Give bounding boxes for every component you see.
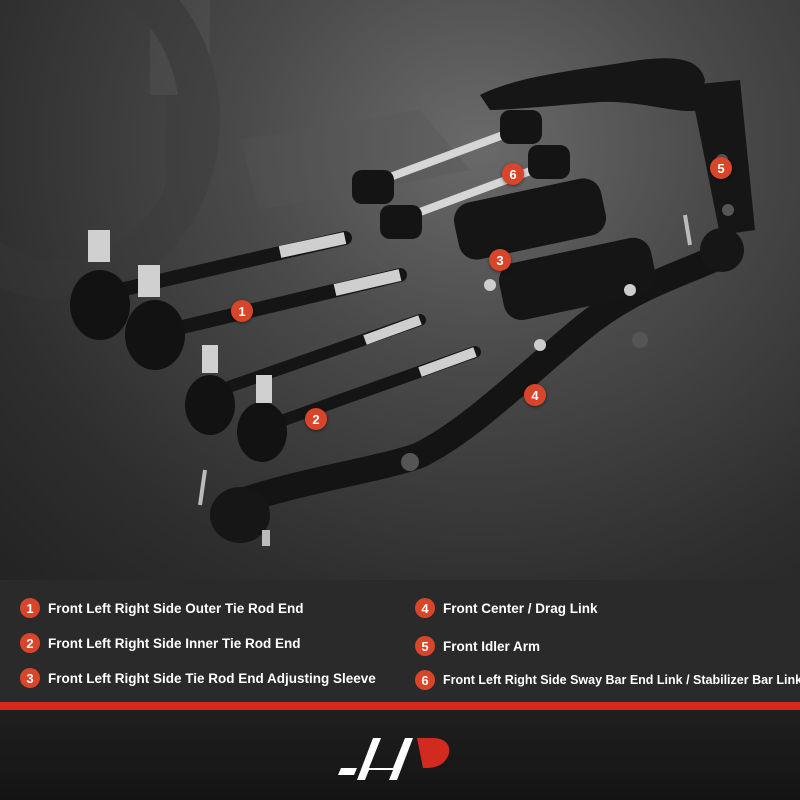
legend-number-badge: 6 — [415, 670, 435, 690]
legend-number-badge: 2 — [20, 633, 40, 653]
legend-item-2: 2 Front Left Right Side Inner Tie Rod En… — [20, 633, 301, 653]
legend-number-badge: 5 — [415, 636, 435, 656]
background-suspension — [0, 0, 470, 300]
callout-2: 2 — [305, 408, 327, 430]
legend-number-badge: 3 — [20, 668, 40, 688]
parts-illustration — [0, 0, 755, 546]
inner-tie-rod-ends-part — [185, 314, 481, 462]
adjusting-sleeves-part — [453, 178, 656, 351]
brand-logo-icon — [335, 730, 465, 795]
legend-label: Front Left Right Side Outer Tie Rod End — [48, 600, 304, 616]
legend-item-4: 4 Front Center / Drag Link — [415, 598, 598, 618]
callout-1: 1 — [231, 300, 253, 322]
drag-link-part — [198, 214, 744, 546]
legend-label: Front Left Right Side Tie Rod End Adjust… — [48, 670, 376, 686]
legend-label: Front Left Right Side Inner Tie Rod End — [48, 635, 301, 651]
legend-label: Front Center / Drag Link — [443, 600, 598, 616]
legend-label: Front Idler Arm — [443, 638, 541, 654]
legend-item-3: 3 Front Left Right Side Tie Rod End Adju… — [20, 668, 376, 688]
legend-item-5: 5 Front Idler Arm — [415, 636, 540, 656]
legend-number-badge: 4 — [415, 598, 435, 618]
legend-item-6: 6 Front Left Right Side Sway Bar End Lin… — [415, 670, 800, 690]
sway-bar-links-part — [352, 110, 570, 239]
outer-tie-rod-ends-part — [70, 230, 407, 370]
legend-label: Front Left Right Side Sway Bar End Link … — [443, 673, 800, 687]
legend-item-1: 1 Front Left Right Side Outer Tie Rod En… — [20, 598, 304, 618]
callout-4: 4 — [524, 384, 546, 406]
callout-6: 6 — [502, 163, 524, 185]
callout-3: 3 — [489, 249, 511, 271]
legend-number-badge: 1 — [20, 598, 40, 618]
product-photo: 1 2 3 4 5 6 — [0, 0, 800, 580]
red-divider — [0, 702, 800, 710]
callout-5: 5 — [710, 157, 732, 179]
parts-legend: 1 Front Left Right Side Outer Tie Rod En… — [0, 580, 800, 702]
